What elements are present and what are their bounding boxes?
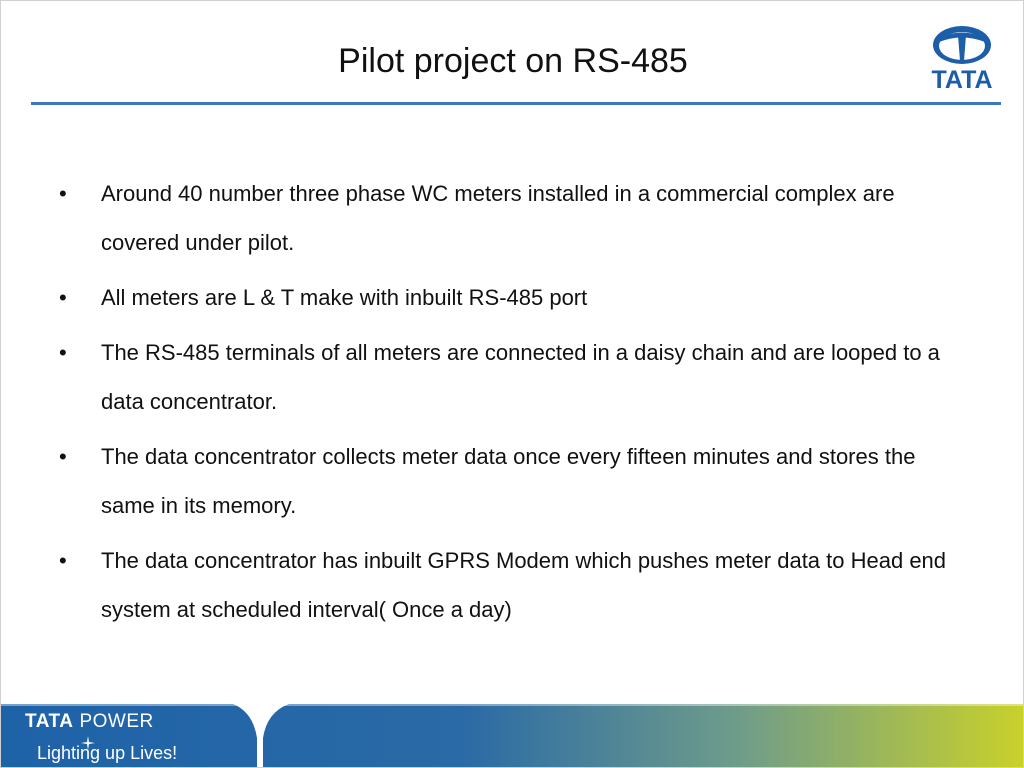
sparkle-icon: [81, 736, 95, 750]
bullet-marker: •: [59, 340, 67, 365]
tata-t-emblem-icon: [933, 26, 991, 64]
bullet-text: The RS-485 terminals of all meters are c…: [101, 340, 940, 414]
bullet-text: All meters are L & T make with inbuilt R…: [101, 285, 588, 310]
bullet-text: The data concentrator collects meter dat…: [101, 444, 916, 518]
bullet-text: Around 40 number three phase WC meters i…: [101, 181, 895, 255]
bullet-marker: •: [59, 181, 67, 206]
bullet-marker: •: [59, 285, 67, 310]
bullet-item: • All meters are L & T make with inbuilt…: [59, 273, 969, 322]
title-divider: [31, 102, 1001, 105]
tata-logo: TATA: [919, 23, 1005, 95]
bullet-text: The data concentrator has inbuilt GPRS M…: [101, 548, 947, 622]
brand-tata: TATA: [25, 711, 74, 732]
logo-wordmark: TATA: [931, 66, 993, 94]
brand-power: POWER: [79, 711, 154, 732]
slide-title: Pilot project on RS-485: [338, 42, 688, 80]
bullet-item: • The data concentrator collects meter d…: [59, 432, 969, 530]
footer-graphic: [1, 704, 1023, 767]
bullet-list: • Around 40 number three phase WC meters…: [59, 169, 969, 640]
bullet-marker: •: [59, 548, 67, 573]
bullet-item: • The RS-485 terminals of all meters are…: [59, 328, 969, 426]
bullet-marker: •: [59, 444, 67, 469]
bullet-item: • The data concentrator has inbuilt GPRS…: [59, 536, 969, 634]
bullet-item: • Around 40 number three phase WC meters…: [59, 169, 969, 267]
footer-tagline: Lighting up Lives!: [37, 743, 178, 763]
